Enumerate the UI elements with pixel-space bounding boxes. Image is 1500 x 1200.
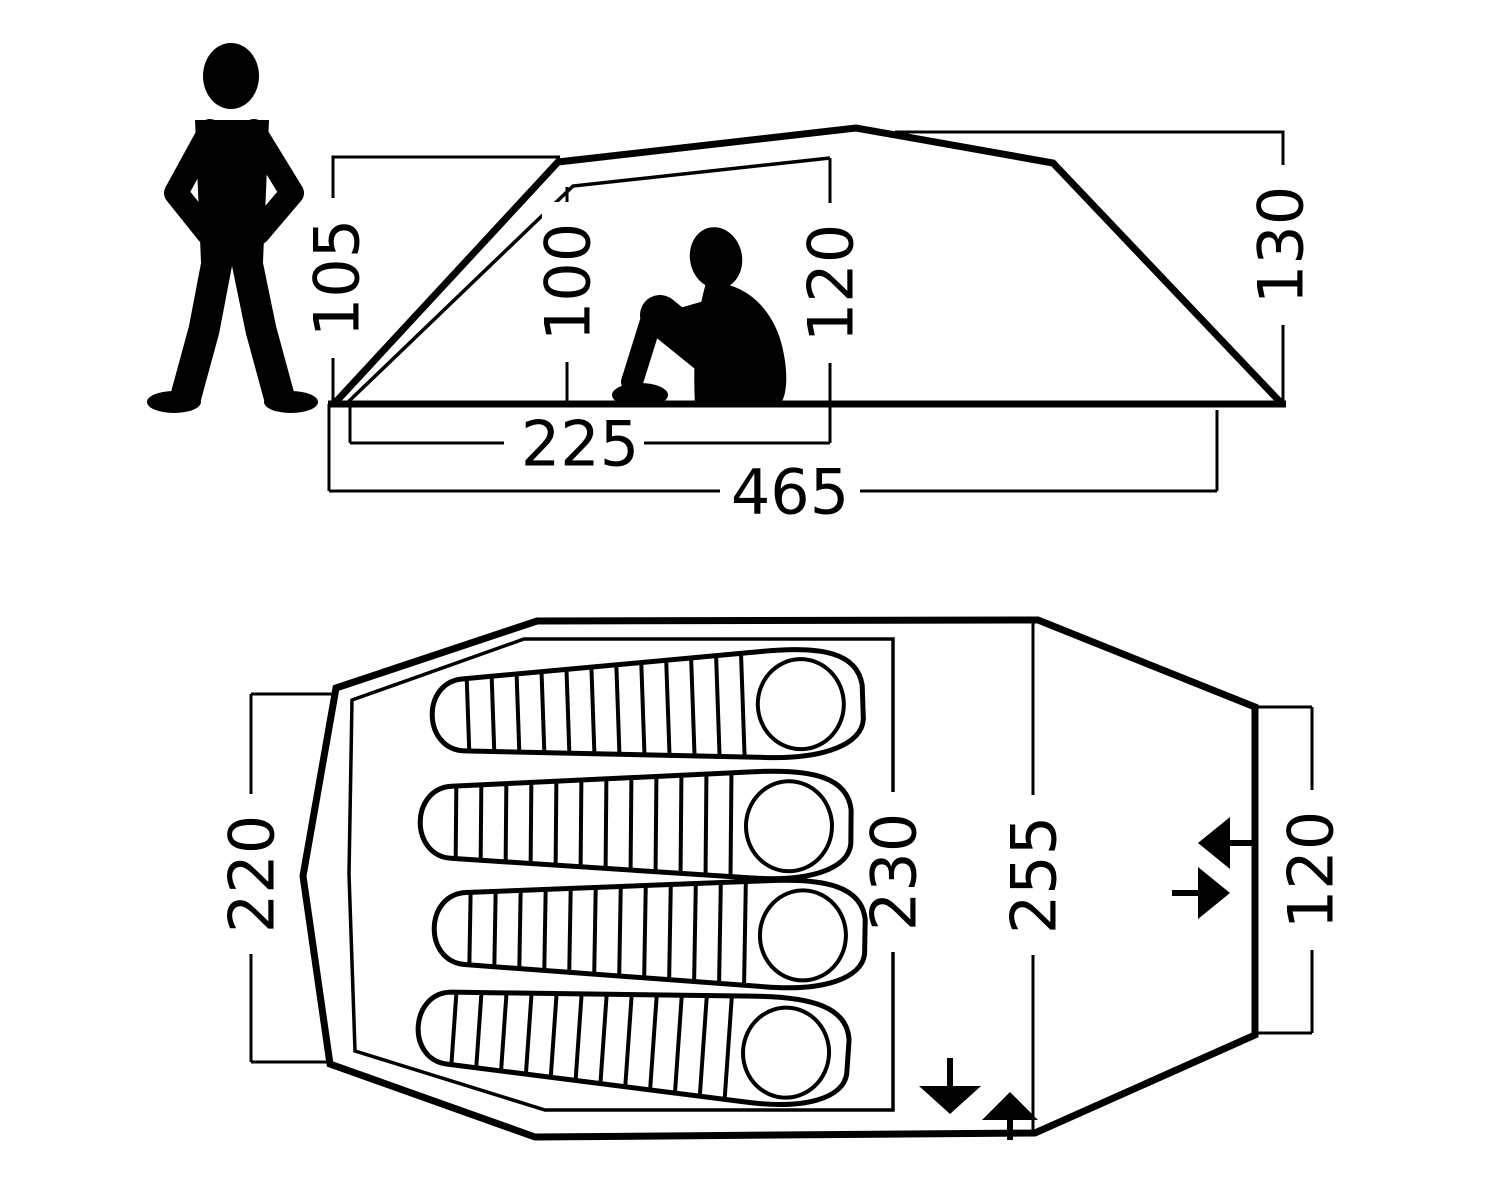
entrance-right-arrows-icon [1172,817,1254,919]
sleeping-bag-3 [433,874,866,989]
dim-label-total-length: 465 [731,455,849,528]
person-foot-left [147,391,201,413]
dim-label-peak-height: 130 [1244,186,1317,304]
floor-plan: 220 230 255 120 [215,616,1347,1141]
person-leg-right [231,246,295,412]
arrow-left-icon [1198,817,1230,869]
arrow-right-icon [1198,867,1230,919]
dim-label-max-width: 255 [997,816,1070,934]
person-leg-left [170,246,233,412]
tent-outer-profile [330,124,1286,408]
inner-cabin-outline [347,637,895,1112]
label-mask [226,794,276,954]
arrow-down-icon [919,1086,981,1114]
dim-label-rear-width: 220 [215,815,288,933]
dim-label-door-width: 120 [1274,811,1347,929]
dim-label-inner-front-height: 120 [794,224,867,342]
label-mask [1285,790,1335,950]
dim-line [895,130,1285,406]
person-arm-right [242,119,304,245]
sitting-person-silhouette [612,227,787,407]
label-mask [805,203,855,363]
person-foot [612,383,668,407]
side-view: 105 100 120 130 225 465 [147,43,1317,528]
label-mask [504,416,644,470]
dim-peak-height [895,130,1285,406]
sleeping-bag-1 [430,647,864,770]
dim-label-inner-length: 225 [521,407,639,480]
entrance-bottom-arrows-icon [919,1058,1038,1140]
inner-tent-profile [344,156,831,406]
sleeping-bag-2 [420,768,852,879]
arrow-up-icon [982,1092,1038,1120]
dim-label-inner-rear-height: 100 [531,223,604,341]
label-mask [868,792,918,952]
person-shin [621,307,663,393]
person-head [689,227,743,289]
label-mask [1255,165,1305,325]
label-mask [311,198,361,358]
person-arm [654,293,743,333]
person-foot-right [264,391,318,413]
tent-outer-outline [299,616,1259,1141]
label-mask [1008,795,1058,955]
label-mask [720,464,860,518]
dim-label-inner-width: 230 [857,813,930,931]
sleeping-bags [415,647,866,1109]
person-head [203,43,259,109]
standing-person-silhouette [147,43,318,413]
person-arm-left [164,119,222,245]
label-mask [542,202,592,362]
dim-label-rear-height: 105 [300,219,373,337]
